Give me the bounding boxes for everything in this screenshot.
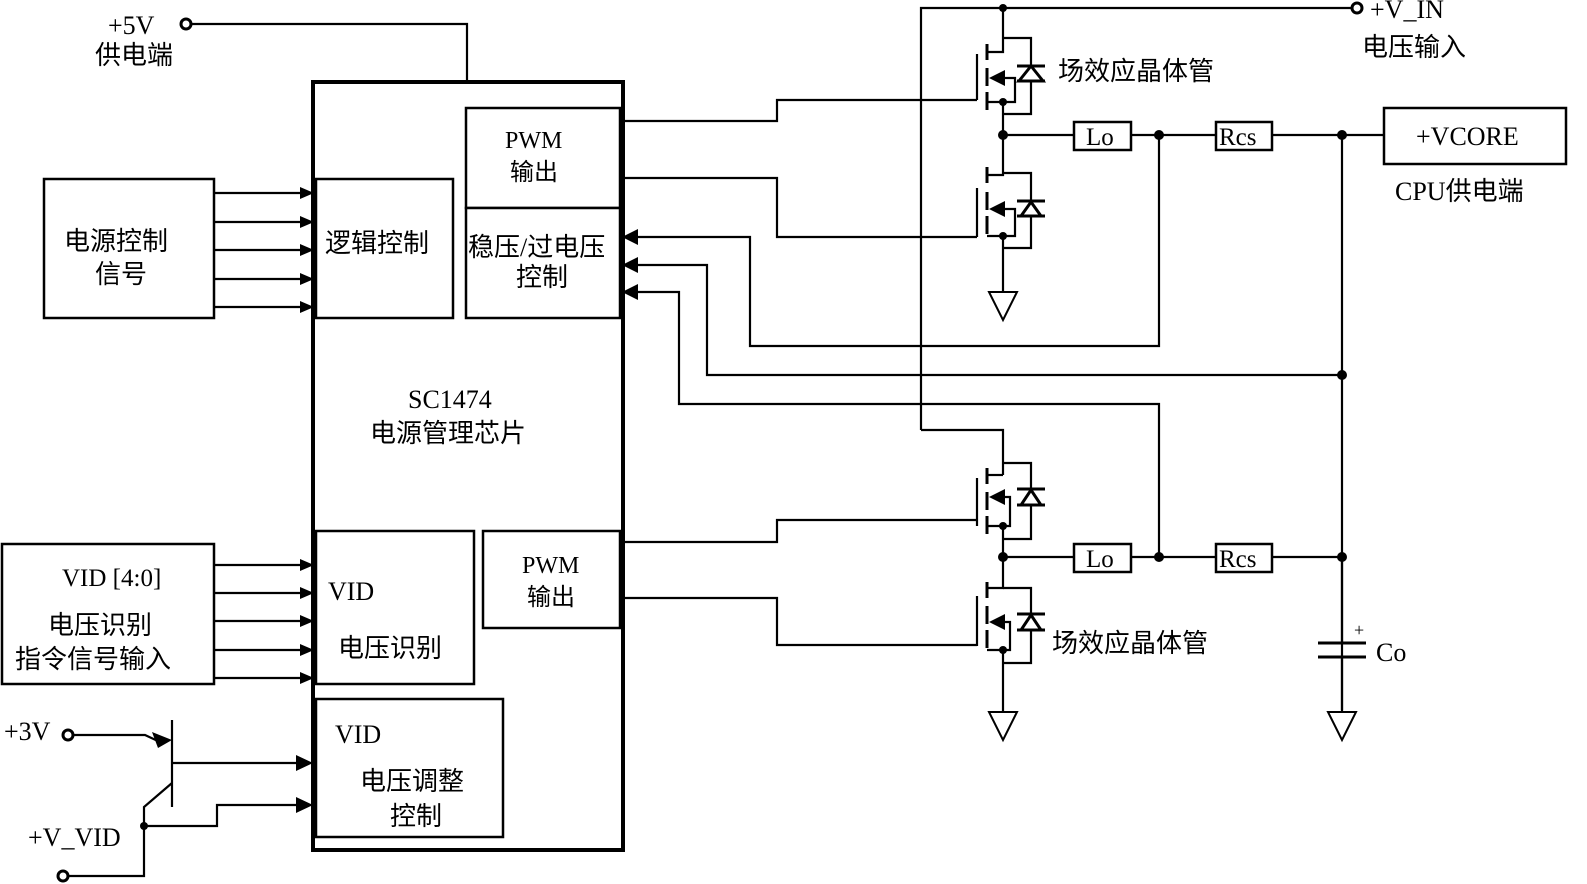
supply-5v: +5V 供电端 [95, 11, 469, 82]
logic-control-block [314, 177, 455, 320]
vid-adjust-line1: VID [335, 720, 381, 749]
pwm-top-line2: 输出 [510, 159, 558, 186]
signal-arrow [214, 672, 314, 684]
signal-arrow [214, 273, 314, 285]
resistor-bottom-label: Rcs [1219, 546, 1257, 573]
vid-adjust-line2: 电压调整 [360, 767, 464, 796]
feedback-wires [622, 135, 1347, 710]
vid-input-line3: 指令信号输入 [15, 645, 171, 674]
chip-name: SC1474 [408, 385, 492, 414]
vid-input-line1: VID [4:0] [62, 565, 161, 592]
vid-input-box [0, 542, 216, 686]
resistor-top [1214, 120, 1274, 152]
pwm-bottom-line2: 输出 [527, 584, 575, 611]
output-path-bottom: Lo Rcs [998, 542, 1347, 574]
resistor-bottom [1214, 542, 1274, 574]
vid-recognition-block [314, 529, 476, 686]
mosfet-high-side-bottom [625, 461, 1045, 557]
vin-voltage: +V_IN [1370, 0, 1444, 24]
regulation-line1: 稳压/过电压 [468, 233, 605, 262]
pwm-output-bottom-block [481, 529, 622, 630]
vcore-label: +VCORE [1416, 122, 1519, 151]
vid-recog-line2: 电压识别 [338, 634, 442, 663]
signal-arrow [296, 755, 313, 771]
regulation-block [464, 206, 622, 320]
resistor-top-label: Rcs [1219, 124, 1257, 151]
pwm-bottom-line1: PWM [522, 553, 579, 579]
mosfet-high-side-top [625, 8, 1047, 135]
inductor-bottom-label: Lo [1086, 546, 1114, 573]
output-path-top: Lo Rcs [998, 120, 1384, 152]
vid-transistor-circuit: +3V +V_VID [4, 717, 313, 883]
vin-label: 电压输入 [1362, 33, 1466, 62]
vcore-box [1382, 106, 1568, 166]
power-control-arrows [214, 187, 314, 313]
ground-icon [1326, 711, 1358, 743]
signal-arrow [214, 301, 314, 313]
vin-terminal [1350, 1, 1364, 15]
feedback-arrow [622, 229, 638, 245]
signal-arrow [214, 559, 314, 571]
power-control-signal-box [42, 177, 216, 320]
signal-arrow [214, 644, 314, 656]
output-capacitor: + Co [1318, 557, 1406, 743]
vcore-caption: CPU供电端 [1395, 177, 1524, 206]
power-control-line2: 信号 [95, 260, 147, 289]
v-vid-terminal [56, 869, 70, 883]
supply-3v-voltage: +3V [4, 717, 51, 746]
signal-arrow [214, 244, 314, 256]
pwm-output-top-block [464, 106, 622, 210]
logic-control-label: 逻辑控制 [325, 229, 429, 258]
signal-arrow [214, 615, 314, 627]
feedback-arrow [622, 284, 638, 300]
mosfet-label-top: 场效应晶体管 [1058, 57, 1214, 86]
mosfet-low-side-bottom [625, 557, 1045, 743]
supply-5v-voltage: +5V [108, 11, 155, 40]
vid-input-arrows [214, 559, 314, 684]
capacitor-polarity: + [1354, 620, 1364, 640]
capacitor-label: Co [1376, 638, 1406, 667]
regulation-line2: 控制 [516, 263, 568, 292]
mosfet-label-bottom: 场效应晶体管 [1052, 629, 1208, 658]
supply-5v-label: 供电端 [95, 41, 173, 70]
supply-3v-terminal [61, 728, 75, 742]
inductor-top-label: Lo [1086, 124, 1114, 151]
signal-arrow [214, 587, 314, 599]
vid-adjust-block [314, 697, 505, 839]
signal-arrow [214, 187, 314, 199]
ground-icon [987, 291, 1019, 323]
power-control-line1: 电源控制 [64, 227, 168, 256]
vin-rail: +V_IN 电压输入 [919, 0, 1466, 475]
supply-5v-wire [191, 22, 469, 82]
transistor-emitter-arrow [152, 732, 172, 748]
chip-desc: 电源管理芯片 [370, 419, 526, 448]
feedback-arrow [622, 257, 638, 273]
ground-icon [987, 711, 1019, 743]
mosfet-low-side-top [625, 135, 1045, 323]
vid-input-line2: 电压识别 [48, 611, 152, 640]
v-vid-voltage: +V_VID [28, 823, 121, 852]
pwm-top-line1: PWM [505, 128, 562, 154]
vid-adjust-line3: 控制 [390, 802, 442, 831]
signal-arrow [296, 797, 313, 813]
signal-arrow [214, 216, 314, 228]
vid-recog-line1: VID [328, 577, 374, 606]
supply-5v-terminal [179, 17, 193, 31]
